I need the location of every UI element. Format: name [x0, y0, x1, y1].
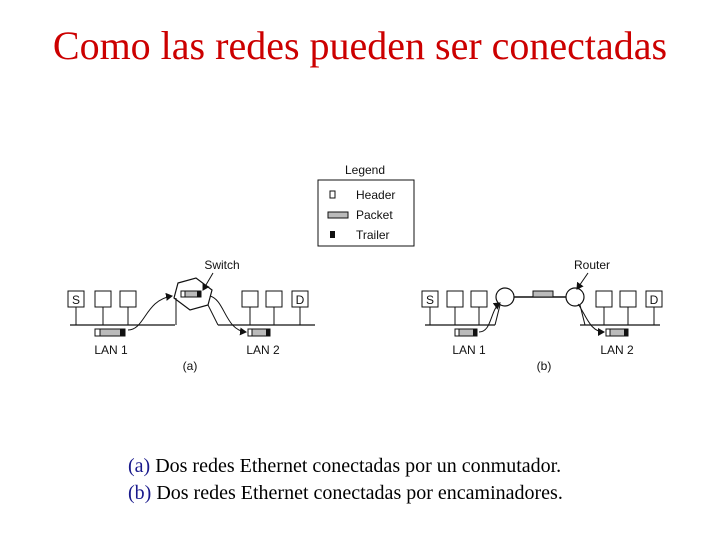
- legend-title: Legend: [345, 163, 385, 177]
- legend-trailer-symbol: [330, 231, 335, 238]
- host: [94, 290, 112, 308]
- sublabel-b: (b): [537, 359, 552, 373]
- host: [619, 290, 637, 308]
- figure-caption: (a) Dos redes Ethernet conectadas por un…: [128, 453, 563, 507]
- caption-text-b: Dos redes Ethernet conectadas por encami…: [151, 482, 563, 504]
- packet-on-link: [532, 290, 554, 298]
- host-s-label: S: [72, 293, 80, 307]
- legend-packet-label: Packet: [356, 208, 393, 222]
- caption-line-a: (a) Dos redes Ethernet conectadas por un…: [128, 453, 563, 480]
- legend: Legend Header Packet Trailer: [317, 163, 415, 247]
- legend-box: [317, 179, 415, 247]
- host-d-label: D: [296, 293, 305, 307]
- legend-header-symbol: [329, 190, 336, 199]
- router-icon: [495, 287, 515, 307]
- host-s-label: S: [426, 293, 434, 307]
- caption-text-a: Dos redes Ethernet conectadas por un con…: [150, 455, 562, 477]
- caption-tag-a: (a): [128, 455, 151, 477]
- host: [119, 290, 137, 308]
- host: [595, 290, 613, 308]
- host-d-label: D: [650, 293, 659, 307]
- sublabel-a: (a): [183, 359, 198, 373]
- lan1-label: LAN 1: [452, 343, 486, 357]
- host: [265, 290, 283, 308]
- host: [446, 290, 464, 308]
- caption-line-b: (b) Dos redes Ethernet conectadas por en…: [128, 480, 563, 507]
- switch-label: Switch: [204, 258, 239, 272]
- legend-packet-symbol: [327, 211, 349, 219]
- network-diagram: Legend Header Packet Trailer S D: [0, 150, 720, 390]
- diagram-a: S D Switch LAN 1 LA: [67, 258, 315, 373]
- host: [470, 290, 488, 308]
- lan2-label: LAN 2: [600, 343, 634, 357]
- host: [241, 290, 259, 308]
- caption-tag-b: (b): [128, 482, 152, 504]
- lan2-label: LAN 2: [246, 343, 280, 357]
- diagram-b: S D Router LAN 1 LAN 2: [421, 258, 663, 373]
- router-icon: [565, 287, 585, 307]
- slide-title: Como las redes pueden ser conectadas: [52, 23, 668, 68]
- legend-trailer-label: Trailer: [356, 228, 390, 242]
- legend-header-label: Header: [356, 188, 395, 202]
- lan1-label: LAN 1: [94, 343, 128, 357]
- router-label: Router: [574, 258, 610, 272]
